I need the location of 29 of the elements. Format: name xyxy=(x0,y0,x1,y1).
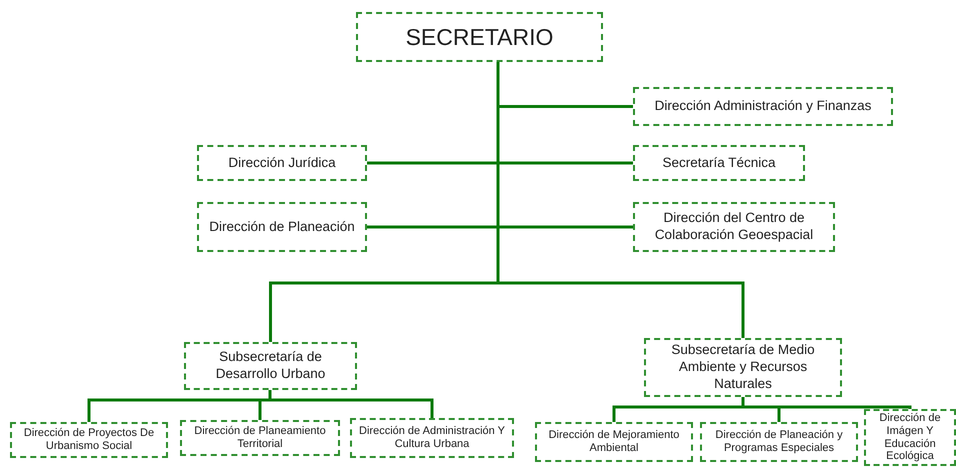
org-box xyxy=(197,202,367,252)
org-box xyxy=(197,145,367,181)
unit-name: Dirección de Proyectos De Urbanismo Social xyxy=(22,427,156,453)
org-box xyxy=(350,418,514,458)
org-box xyxy=(644,338,842,397)
unit-name: Secretaría Técnica xyxy=(662,154,776,172)
org-box xyxy=(633,87,893,126)
org-box xyxy=(535,422,693,462)
unit-name: Dirección de Planeación y Programas Especiales xyxy=(714,429,844,455)
unit-name: Dirección Jurídica xyxy=(228,154,336,172)
unit-name: Dirección de Planeación xyxy=(209,218,355,236)
connector-line xyxy=(268,390,434,418)
unit-name: Dirección de Planeamiento Territorial xyxy=(193,425,327,451)
unit-name: Dirección de Mejoramiento Ambiental xyxy=(548,429,680,455)
org-box xyxy=(633,202,835,252)
unit-name: Subsecretaría de Medio Ambiente y Recursos Naturales xyxy=(670,342,816,393)
unit-name: Dirección del Centro de Colaboración Geoespacial xyxy=(654,210,814,244)
unit-name: Dirección Administración y Finanzas xyxy=(654,98,872,115)
unit-name: SECRETARIO xyxy=(406,22,554,52)
unit-name: Subsecretaría de Desarrollo Urbano xyxy=(214,349,326,383)
unit-name: Dirección de Imágen Y Educación Ecológica xyxy=(878,412,942,463)
org-box xyxy=(184,342,357,390)
org-box xyxy=(864,409,956,466)
org-box xyxy=(700,422,858,462)
org-box xyxy=(10,422,168,458)
org-box xyxy=(633,145,805,181)
unit-name: Dirección de Administración Y Cultura Urbana xyxy=(358,425,506,451)
title-box xyxy=(356,12,603,62)
org-box xyxy=(180,420,340,456)
